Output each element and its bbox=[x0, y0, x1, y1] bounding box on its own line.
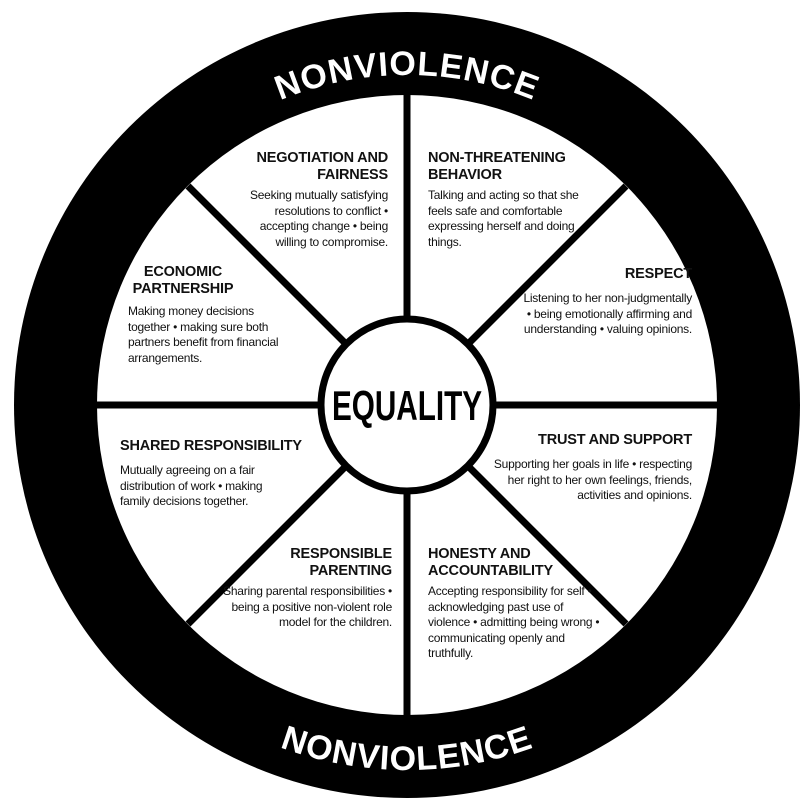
segment-honesty-accountability: HONESTY AND ACCOUNTABILITY Accepting res… bbox=[428, 546, 603, 662]
segment-heading: TRUST AND SUPPORT bbox=[538, 432, 692, 448]
center-label: EQUALITY bbox=[332, 382, 482, 429]
segment-shared-responsibility: SHARED RESPONSIBILITY Mutually agreeing … bbox=[120, 438, 320, 510]
segment-trust-support: TRUST AND SUPPORT Supporting her goals i… bbox=[492, 432, 692, 504]
segment-body: Supporting her goals in life • respectin… bbox=[493, 457, 692, 502]
center-hub bbox=[317, 315, 497, 495]
segment-body: Sharing parental responsibilities • bein… bbox=[223, 584, 392, 629]
segment-economic-partnership: ECONOMIC PARTNERSHIP Making money decisi… bbox=[128, 264, 288, 366]
segment-respect: RESPECT Listening to her non-judgmentall… bbox=[517, 266, 692, 338]
segment-heading: SHARED RESPONSIBILITY bbox=[120, 438, 302, 454]
segment-body: Mutually agreeing on a fair distribution… bbox=[120, 463, 263, 508]
segment-non-threatening-behavior: NON-THREATENING BEHAVIOR Talking and act… bbox=[428, 150, 588, 250]
segment-responsible-parenting: RESPONSIBLE PARENTING Sharing parental r… bbox=[217, 546, 392, 631]
segment-negotiation-fairness: NEGOTIATION AND FAIRNESS Seeking mutuall… bbox=[228, 150, 388, 250]
segment-heading: ECONOMIC PARTNERSHIP bbox=[132, 264, 234, 297]
segment-body: Listening to her non-judgmentally • bein… bbox=[523, 291, 692, 336]
segment-heading: NON-THREATENING BEHAVIOR bbox=[428, 150, 566, 183]
segment-heading: NEGOTIATION AND FAIRNESS bbox=[256, 150, 388, 183]
segment-heading: RESPONSIBLE PARENTING bbox=[290, 546, 392, 579]
segment-heading: HONESTY AND ACCOUNTABILITY bbox=[428, 546, 554, 579]
segment-body: Seeking mutually satisfying resolutions … bbox=[250, 188, 388, 249]
segment-body: Talking and acting so that she feels saf… bbox=[428, 188, 579, 249]
segment-heading: RESPECT bbox=[624, 266, 692, 282]
segment-body: Making money decisions together • making… bbox=[128, 304, 279, 365]
segment-body: Accepting responsibility for self • ackn… bbox=[428, 584, 600, 660]
